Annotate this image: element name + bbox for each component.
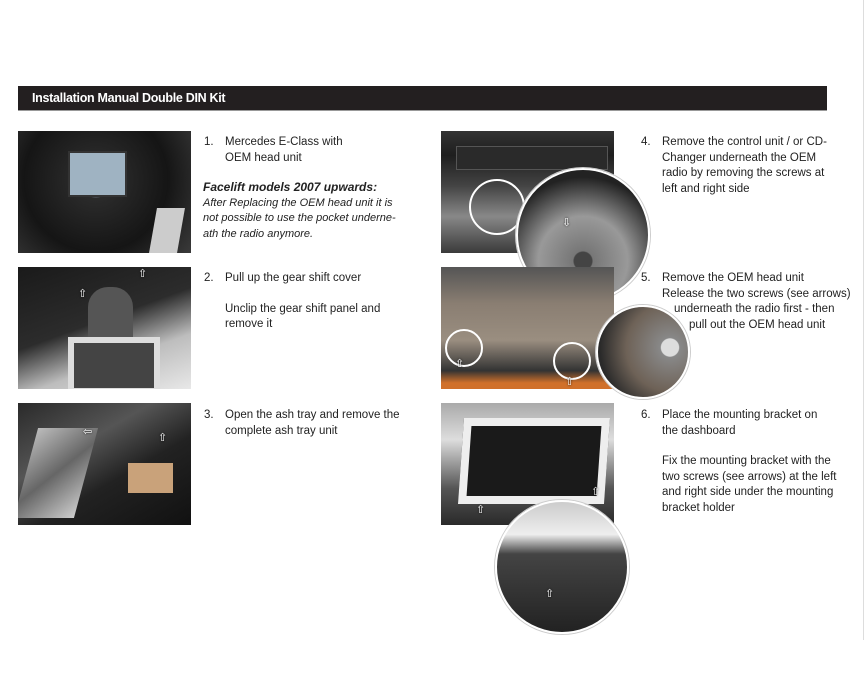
arrow-icon: ⇦ bbox=[83, 426, 93, 438]
step-3: 3. Open the ash tray and remove the comp… bbox=[204, 409, 400, 437]
step-2: 2. Pull up the gear shift cover Unclip t… bbox=[204, 272, 381, 330]
arrow-icon: ⇩ bbox=[562, 217, 572, 229]
arrow-icon: ⇧ bbox=[545, 588, 555, 600]
note-text: After Replacing the OEM head unit it is … bbox=[203, 196, 396, 240]
step-6: 6. Place the mounting bracket on the das… bbox=[641, 409, 837, 514]
step-1: 1. Mercedes E-Class with OEM head unit bbox=[204, 136, 343, 164]
arrow-icon: ⇧ bbox=[455, 358, 465, 370]
arrow-icon: ⇧ bbox=[138, 268, 148, 280]
arrow-icon: ⇧ bbox=[591, 486, 601, 498]
arrow-icon: ⇧ bbox=[565, 376, 575, 388]
title-bar: Installation Manual Double DIN Kit bbox=[18, 86, 827, 111]
page-title: Installation Manual Double DIN Kit bbox=[32, 91, 226, 105]
step-4: 4. Remove the control unit / or CD-Chang… bbox=[641, 136, 827, 195]
arrow-icon: ⇧ bbox=[476, 504, 486, 516]
photo-gear-shift: ⇧ ⇧ bbox=[18, 267, 191, 389]
photo-ash-tray: ⇦ ⇧ bbox=[18, 403, 191, 525]
zoom-inset-screw-2 bbox=[596, 305, 690, 399]
note-title: Facelift models 2007 upwards: bbox=[203, 180, 378, 194]
zoom-inset-bracket-screw: ⇧ bbox=[495, 500, 629, 634]
facelift-note: Facelift models 2007 upwards: After Repl… bbox=[203, 180, 408, 242]
photo-oem-head-unit: ⇧ ⇧ bbox=[441, 267, 614, 389]
photo-head-unit bbox=[18, 131, 191, 253]
page-edge bbox=[863, 0, 864, 640]
arrow-icon: ⇧ bbox=[158, 432, 168, 444]
arrow-icon: ⇧ bbox=[78, 288, 88, 300]
step-5: 5. Remove the OEM head unit Release the … bbox=[641, 272, 851, 331]
